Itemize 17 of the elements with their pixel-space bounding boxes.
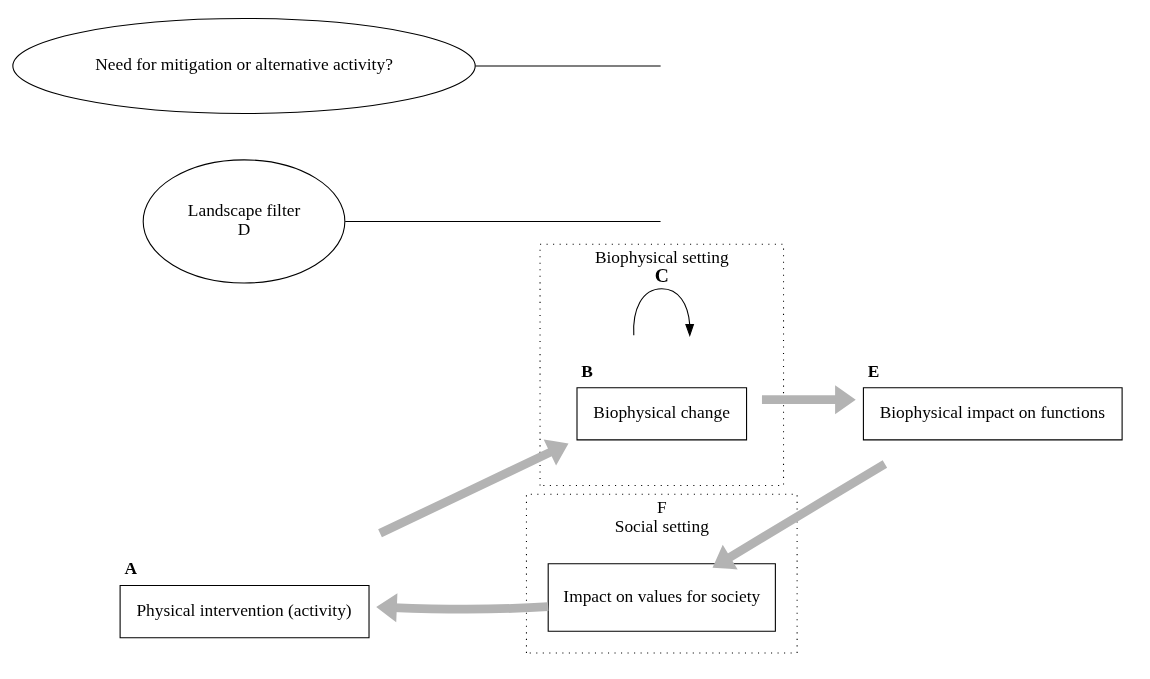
node-box: Physical intervention (activity) [119, 584, 370, 638]
arrow [376, 592, 549, 622]
arrow [712, 459, 888, 569]
node-label: E [867, 361, 880, 381]
arrow [633, 287, 695, 337]
node-ellipse: Landscape filter D [142, 158, 346, 284]
node-label: B [581, 361, 593, 381]
connector [474, 64, 662, 67]
node-box: Biophysical change [576, 386, 748, 440]
node-box: Impact on values for society [547, 562, 776, 632]
arrow [761, 384, 856, 414]
node-label: A [124, 558, 138, 578]
connector [344, 220, 662, 222]
node-ellipse: Need for mitigation or alternative activity? [12, 17, 476, 114]
node-box: Biophysical impact on functions [862, 386, 1123, 440]
arrow [378, 438, 569, 537]
edge-label: C [654, 264, 669, 286]
